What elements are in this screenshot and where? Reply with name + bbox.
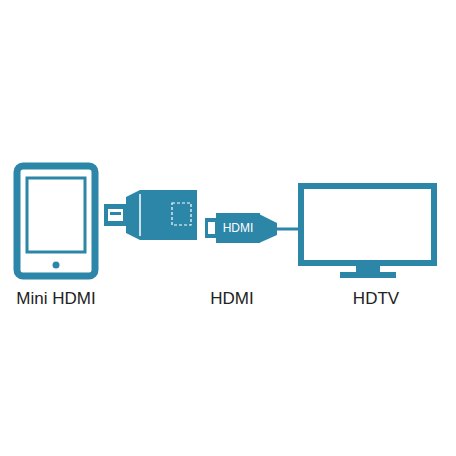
device-label: HDMI: [210, 289, 253, 309]
hdmi-cable: [205, 214, 302, 243]
hdtv-icon: [301, 186, 434, 278]
mini-hdmi-adapter: [104, 190, 197, 240]
device-label: Mini HDMI: [16, 289, 95, 309]
device-label: HDTV: [353, 289, 399, 309]
tablet-icon: [17, 166, 95, 276]
hdmi-plug: HDMI: [216, 213, 260, 243]
plug-text: HDMI: [223, 221, 254, 235]
